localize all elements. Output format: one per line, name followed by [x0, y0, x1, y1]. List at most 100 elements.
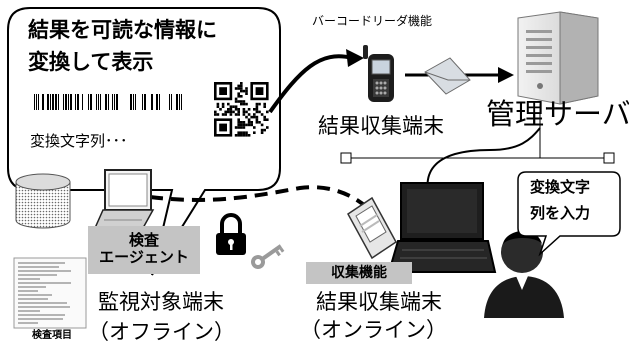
arrowhead-to-phone: [346, 49, 364, 67]
qr-module: [255, 115, 259, 119]
inspection-agent-line1: 検査: [128, 231, 159, 249]
barcode-bar: [105, 94, 107, 110]
qr-module: [237, 87, 240, 90]
qr-module: [229, 108, 233, 111]
qr-module: [263, 128, 266, 132]
qr-module: [242, 121, 246, 124]
qr-module: [234, 126, 238, 129]
qr-module: [237, 84, 240, 88]
qr-module: [240, 82, 243, 85]
qr-module: [240, 84, 243, 88]
qr-module: [234, 100, 238, 103]
qr-finder-pattern: [219, 123, 227, 132]
qr-module: [237, 108, 240, 111]
qr-module: [237, 134, 240, 137]
management-server-label: 管理サーバ: [486, 97, 629, 131]
qr-module: [245, 134, 248, 137]
barcode-bar: [135, 94, 136, 110]
qr-module: [240, 123, 243, 127]
qr-module: [216, 105, 220, 108]
barcode-bar: [82, 94, 83, 110]
input-callout-line2: 列を入力: [530, 204, 591, 222]
barcode-bar: [58, 94, 59, 110]
barcode-bar: [47, 94, 49, 110]
barcode-bar: [151, 94, 153, 110]
qr-module: [227, 110, 230, 114]
pda-icon: [347, 196, 397, 260]
qr-module: [245, 89, 248, 93]
qr-module: [242, 134, 246, 137]
input-callout-bubble: [517, 171, 621, 257]
qr-module: [266, 118, 269, 121]
qr-module: [234, 87, 238, 90]
qr-module: [247, 123, 251, 127]
qr-module: [242, 100, 246, 103]
barcode-bar: [112, 94, 113, 110]
callout-text-line2: 変換して表示: [28, 50, 154, 74]
qr-module: [250, 115, 253, 119]
mobile-phone-icon: [363, 45, 394, 102]
qr-module: [253, 131, 256, 134]
qr-module: [242, 110, 246, 114]
barcode-bar: [130, 94, 132, 110]
qr-module: [237, 121, 240, 124]
qr-module: [234, 134, 238, 137]
network-node-left: [340, 152, 352, 164]
qr-module: [240, 134, 243, 137]
barcode-bar: [88, 94, 89, 110]
qr-module: [242, 113, 246, 116]
barcode-reader-label: バーコードリーダ機能: [312, 14, 433, 28]
qr-module: [245, 131, 248, 134]
inspection-agent-line2: エージェント: [99, 248, 189, 267]
qr-module: [250, 123, 253, 127]
qr-module: [255, 121, 259, 124]
qr-module: [258, 110, 261, 114]
qr-module: [263, 102, 266, 106]
qr-module: [260, 131, 264, 134]
barcode-bar: [176, 94, 178, 110]
collection-function-tag: 収集機能: [306, 262, 412, 284]
online-label: （オンライン）: [300, 318, 447, 342]
qr-module: [245, 92, 248, 95]
qr-module: [247, 108, 251, 111]
qr-module: [245, 87, 248, 90]
qr-module: [237, 131, 240, 134]
qr-module: [237, 126, 240, 129]
qr-module: [258, 102, 261, 106]
input-callout-line1: 変換文字: [530, 178, 591, 196]
offline-laptop-icon: [93, 169, 155, 229]
qr-module: [229, 113, 233, 116]
barcode-bar: [98, 94, 99, 110]
barcode-bar: [179, 94, 180, 110]
barcode-bar: [133, 94, 134, 110]
qr-module: [247, 134, 251, 137]
barcode-bar: [114, 94, 115, 110]
qr-module: [234, 113, 238, 116]
barcode-bar: [171, 94, 172, 110]
inspection-items-label: 検査項目: [32, 330, 72, 341]
qr-module: [240, 131, 243, 134]
curve-qr-to-phone: [268, 54, 353, 114]
barcode-bar: [63, 94, 64, 110]
barcode-bar: [181, 94, 182, 110]
qr-module: [245, 102, 248, 106]
qr-module: [255, 108, 259, 111]
barcode-bar: [65, 94, 67, 110]
barcode-graphic: [34, 94, 182, 110]
database-icon: [15, 173, 71, 229]
key-icon: [251, 244, 285, 269]
barcode-bar: [144, 94, 146, 110]
qr-module: [253, 113, 256, 116]
barcode-bar: [34, 94, 35, 110]
barcode-bar: [68, 94, 69, 110]
qr-module: [242, 126, 246, 129]
qr-module: [240, 126, 243, 129]
qr-module: [250, 121, 253, 124]
offline-label: （オフライン）: [88, 320, 235, 344]
qr-module: [260, 113, 264, 116]
qr-module: [247, 121, 251, 124]
qr-module: [240, 87, 243, 90]
qr-module: [237, 118, 240, 121]
qr-module: [242, 102, 246, 106]
